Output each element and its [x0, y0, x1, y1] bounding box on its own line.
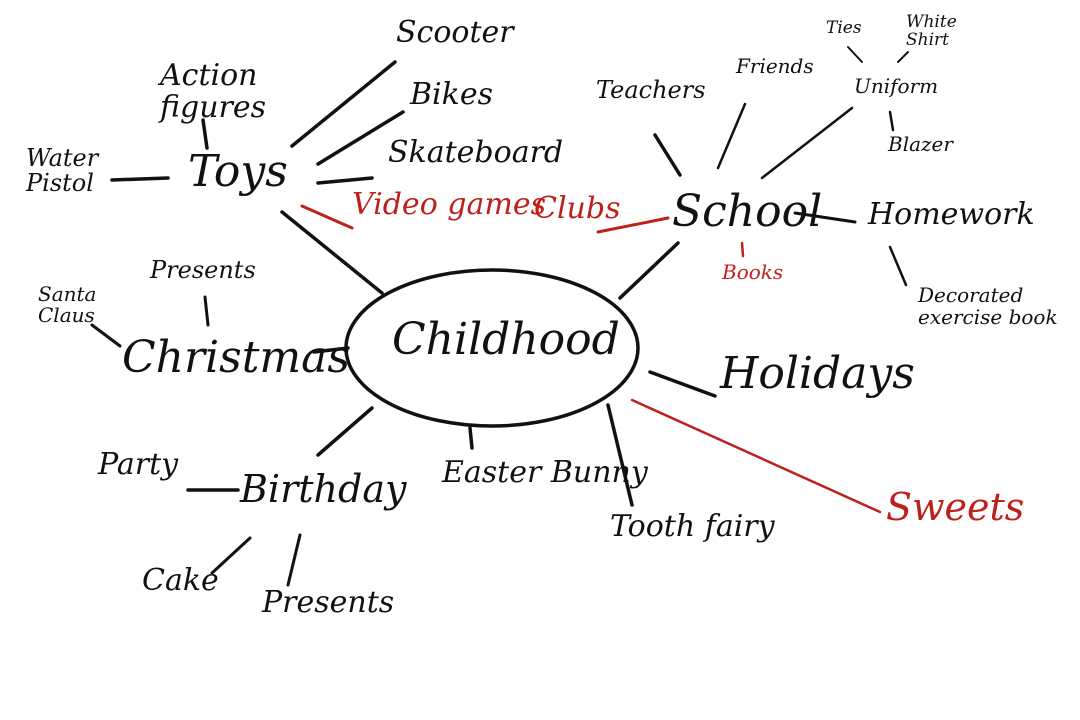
birthday-item-party: Party: [98, 447, 179, 482]
link-school-homework: [793, 211, 857, 224]
school-added-books: Books: [722, 260, 784, 284]
link-easter-center: [468, 426, 474, 450]
school-item-homework: Homework: [868, 197, 1035, 232]
link-school-books: [740, 241, 745, 258]
toys-item-water-pistol: Water Pistol: [26, 144, 99, 198]
school-item-friends: Friends: [736, 54, 814, 78]
link-holidays-center: [648, 370, 717, 398]
branch-tooth-fairy: Tooth fairy: [610, 509, 775, 544]
link-birthday-cake: [210, 536, 252, 575]
branch-holidays: Holidays: [720, 348, 915, 399]
branch-easter-bunny: Easter Bunny: [442, 455, 648, 490]
christmas-item-presents: Presents: [150, 256, 256, 284]
branch-toys: Toys: [188, 146, 288, 197]
link-toys-action: [201, 118, 209, 150]
toys-item-action-figures: Action figures: [160, 58, 267, 125]
link-school-center: [618, 241, 680, 300]
link-school-friends: [716, 102, 747, 170]
toys-added-video-games: Video games: [352, 187, 546, 222]
branch-school: School: [672, 186, 823, 237]
link-uniform-ties: [847, 46, 863, 63]
link-school-uniform: [760, 106, 854, 180]
link-toothfairy-center: [606, 403, 634, 507]
link-toys-center: [280, 210, 384, 295]
school-item-teachers: Teachers: [596, 76, 706, 104]
branch-christmas: Christmas: [122, 332, 350, 383]
link-sweets-center: [630, 398, 882, 514]
link-christmas-presents: [203, 295, 210, 327]
link-toys-skateboard: [316, 176, 374, 185]
link-toys-video: [300, 204, 354, 230]
link-school-teachers: [653, 133, 682, 177]
christmas-item-santa-claus: Santa Claus: [38, 282, 97, 327]
uniform-item-ties: Ties: [826, 18, 862, 38]
center-label: Childhood: [392, 314, 620, 365]
school-item-decorated-exercise-book: Decorated exercise book: [918, 283, 1058, 329]
link-toys-scooter: [290, 60, 397, 148]
link-uniform-shirt: [897, 51, 909, 63]
toys-item-scooter: Scooter: [396, 15, 514, 50]
toys-item-bikes: Bikes: [410, 77, 493, 112]
link-toys-bikes: [316, 110, 405, 166]
link-christmas-center: [312, 346, 350, 354]
link-christmas-santa: [90, 323, 122, 348]
link-homework-decorated: [888, 245, 908, 287]
birthday-item-cake: Cake: [142, 563, 219, 598]
toys-item-skateboard: Skateboard: [388, 135, 564, 170]
uniform-item-blazer: Blazer: [888, 132, 953, 156]
branch-birthday: Birthday: [240, 467, 407, 511]
school-item-uniform: Uniform: [854, 74, 939, 98]
link-birthday-presents: [286, 533, 302, 587]
link-toys-water: [110, 176, 170, 182]
school-added-clubs: Clubs: [534, 191, 621, 226]
birthday-item-presents: Presents: [262, 585, 395, 620]
branch-sweets: Sweets: [886, 485, 1025, 529]
uniform-item-white-shirt: White Shirt: [906, 12, 957, 50]
link-school-clubs: [596, 216, 670, 234]
link-birthday-center: [316, 406, 374, 457]
link-uniform-blazer: [888, 110, 895, 132]
